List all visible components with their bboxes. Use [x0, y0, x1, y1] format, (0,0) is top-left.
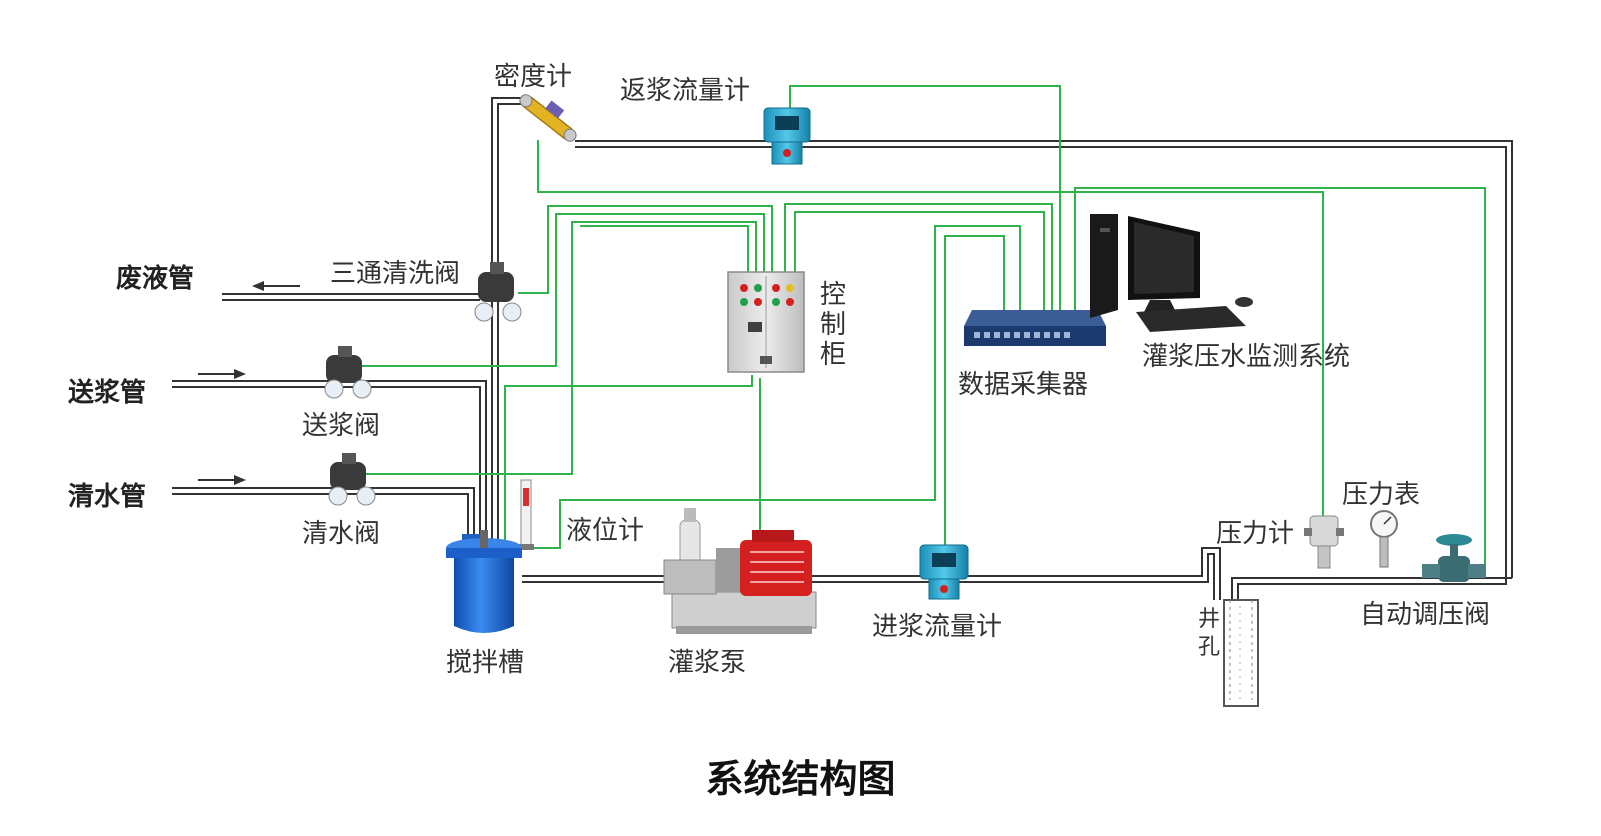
grout-pump-label: 灌浆泵	[668, 648, 747, 678]
tank-icon	[446, 530, 522, 633]
slurry-pipe-line	[172, 380, 487, 540]
pressure-gauge-label: 压力表	[1342, 480, 1421, 510]
valve-icon	[328, 453, 376, 506]
control-cabinet-label: 控制柜	[819, 280, 846, 370]
auto-valve-label: 自动调压阀	[1360, 600, 1491, 630]
main-supply-pipe	[522, 547, 1221, 600]
pressure-sensor-icon	[1304, 515, 1344, 569]
waste-pipe-label: 废液管	[116, 264, 195, 294]
cabinet-icon	[727, 271, 805, 373]
signal-lines	[360, 85, 1486, 565]
valve-icon	[324, 346, 372, 399]
data-collector-label: 数据采集器	[958, 370, 1089, 400]
arrow-right-icon	[198, 369, 246, 379]
borehole-icon	[1223, 599, 1259, 707]
pressure-sensor-label: 压力计	[1216, 519, 1295, 549]
arrow-right-icon	[198, 475, 246, 485]
collector-icon	[964, 310, 1106, 346]
valve-icon	[474, 262, 522, 322]
borehole-return-pipe	[1231, 577, 1512, 600]
borehole-label: 井孔	[1197, 607, 1220, 660]
pipes	[172, 97, 1513, 600]
density-meter-icon	[519, 94, 577, 142]
pump-icon	[663, 508, 817, 634]
computer-icon	[1090, 214, 1253, 332]
three-way-valve-label: 三通清洗阀	[330, 259, 461, 289]
mixing-tank-label: 搅拌槽	[446, 648, 525, 678]
left-vertical-pipe	[491, 97, 522, 540]
density-meter-label: 密度计	[494, 62, 573, 92]
diagram-title: 系统结构图	[705, 757, 896, 801]
monitor-system-label: 灌浆压水监测系统	[1142, 342, 1351, 372]
slurry-pipe-label: 送浆管	[68, 378, 147, 408]
control-valve-icon	[1422, 534, 1486, 582]
pressure-gauge-icon	[1370, 510, 1398, 568]
flowmeter-icon	[919, 544, 969, 600]
level-meter-label: 液位计	[566, 516, 645, 546]
top-return-pipe	[575, 140, 1513, 578]
level-meter-icon	[518, 479, 534, 550]
inlet-flowmeter-label: 进浆流量计	[872, 612, 1003, 642]
water-pipe-line	[172, 487, 475, 540]
return-flowmeter-label: 返浆流量计	[620, 76, 751, 106]
water-pipe-label: 清水管	[68, 482, 147, 512]
arrow-left-icon	[252, 281, 300, 291]
slurry-valve-label: 送浆阀	[302, 411, 381, 441]
water-valve-label: 清水阀	[302, 519, 381, 549]
flowmeter-icon	[763, 107, 811, 165]
